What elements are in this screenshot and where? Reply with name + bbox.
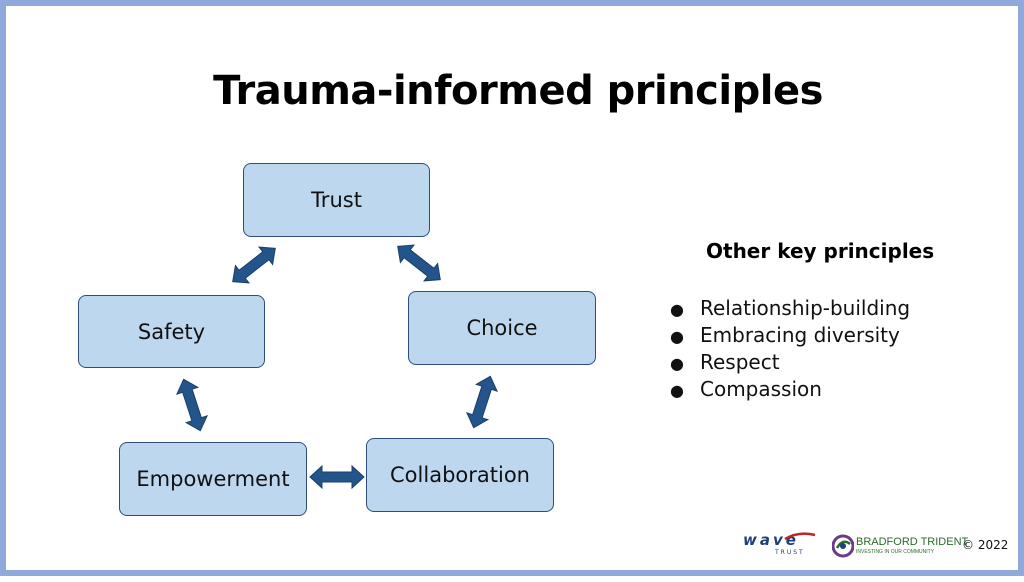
list-item-text: Compassion — [700, 377, 822, 401]
node-choice: Choice — [408, 291, 596, 365]
arrow-empowerment-collaboration — [309, 465, 365, 489]
list-item: ● Relationship-building — [670, 295, 910, 322]
bullet-icon: ● — [670, 381, 684, 400]
arrow-safety-empowerment — [172, 375, 212, 435]
bradford-trident-emblem-icon — [832, 534, 854, 558]
other-principles-heading: Other key principles — [706, 239, 935, 263]
list-item: ● Embracing diversity — [670, 322, 910, 349]
other-principles-list: ● Relationship-building ● Embracing divers… — [670, 295, 910, 403]
node-trust: Trust — [243, 163, 430, 237]
bullet-icon: ● — [670, 300, 684, 319]
node-empowerment: Empowerment — [119, 442, 307, 516]
list-item-text: Relationship-building — [700, 296, 911, 320]
node-collaboration-label: Collaboration — [390, 463, 530, 487]
arrow-trust-choice — [390, 237, 448, 289]
node-safety-label: Safety — [137, 319, 206, 344]
list-item: ● Compassion — [670, 376, 910, 403]
node-choice-label: Choice — [466, 316, 538, 340]
wave-trust-logo: wave TRUST — [739, 531, 819, 559]
slide-title: Trauma-informed principles — [213, 68, 823, 114]
bullet-icon: ● — [670, 354, 684, 373]
list-item-text: Respect — [700, 350, 780, 374]
wave-swoosh-icon — [784, 532, 816, 541]
bradford-trident-logo: BRADFORD TRIDENT INVESTING IN OUR COMMUN… — [832, 533, 968, 559]
copyright-notice: © 2022 — [962, 538, 1009, 552]
bullet-icon: ● — [670, 327, 684, 346]
arrow-trust-safety — [225, 239, 283, 291]
arrow-choice-collaboration — [462, 372, 502, 432]
node-empowerment-label: Empowerment — [136, 467, 290, 491]
node-safety: Safety — [78, 295, 265, 368]
list-item-text: Embracing diversity — [700, 323, 900, 347]
list-item: ● Respect — [670, 349, 910, 376]
node-collaboration: Collaboration — [366, 438, 554, 512]
node-trust-label: Trust — [311, 188, 362, 212]
bradford-trident-tagline: INVESTING IN OUR COMMUNITY — [856, 549, 935, 555]
wave-logo-wordmark: wave — [743, 531, 799, 549]
wave-logo-subtitle: TRUST — [775, 549, 805, 556]
bradford-trident-name: BRADFORD TRIDENT — [856, 536, 969, 548]
